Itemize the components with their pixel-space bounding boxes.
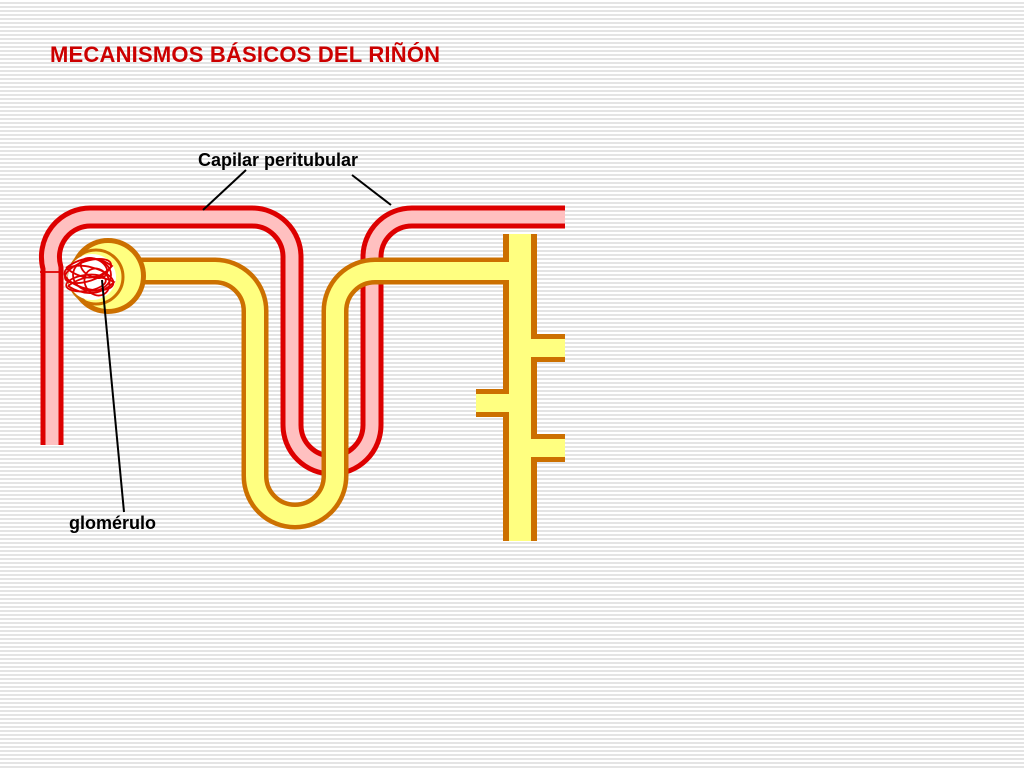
duct-branch-right-lower-fill bbox=[525, 439, 565, 457]
renal-tubule bbox=[140, 257, 510, 530]
collecting-duct-main-fill bbox=[509, 234, 531, 541]
duct-branch-right-upper-fill bbox=[525, 339, 565, 357]
label-pointers bbox=[101, 169, 392, 513]
peritubular-capillary bbox=[38, 205, 565, 477]
capilar-pointer-right bbox=[351, 174, 392, 206]
glomerulo-pointer bbox=[101, 279, 125, 513]
glomerulus bbox=[40, 257, 116, 297]
label-glomerulo: glomérulo bbox=[69, 513, 157, 533]
collecting-duct bbox=[476, 234, 565, 541]
glomerulus-loop bbox=[67, 276, 116, 294]
label-capilar-peritubular: Capilar peritubular bbox=[198, 150, 359, 170]
slide-title: MECANISMOS BÁSICOS DEL RIÑÓN bbox=[50, 42, 441, 67]
collecting-duct-join bbox=[500, 262, 531, 280]
tubule-outline bbox=[140, 257, 510, 530]
capilar-pointer-left bbox=[202, 169, 247, 211]
tubule-fill bbox=[140, 262, 510, 525]
capillary-fill bbox=[43, 210, 565, 472]
glomerulus-loop bbox=[64, 258, 112, 284]
glomerulus-loop bbox=[65, 257, 114, 279]
duct-branch-left-fill bbox=[476, 394, 515, 412]
